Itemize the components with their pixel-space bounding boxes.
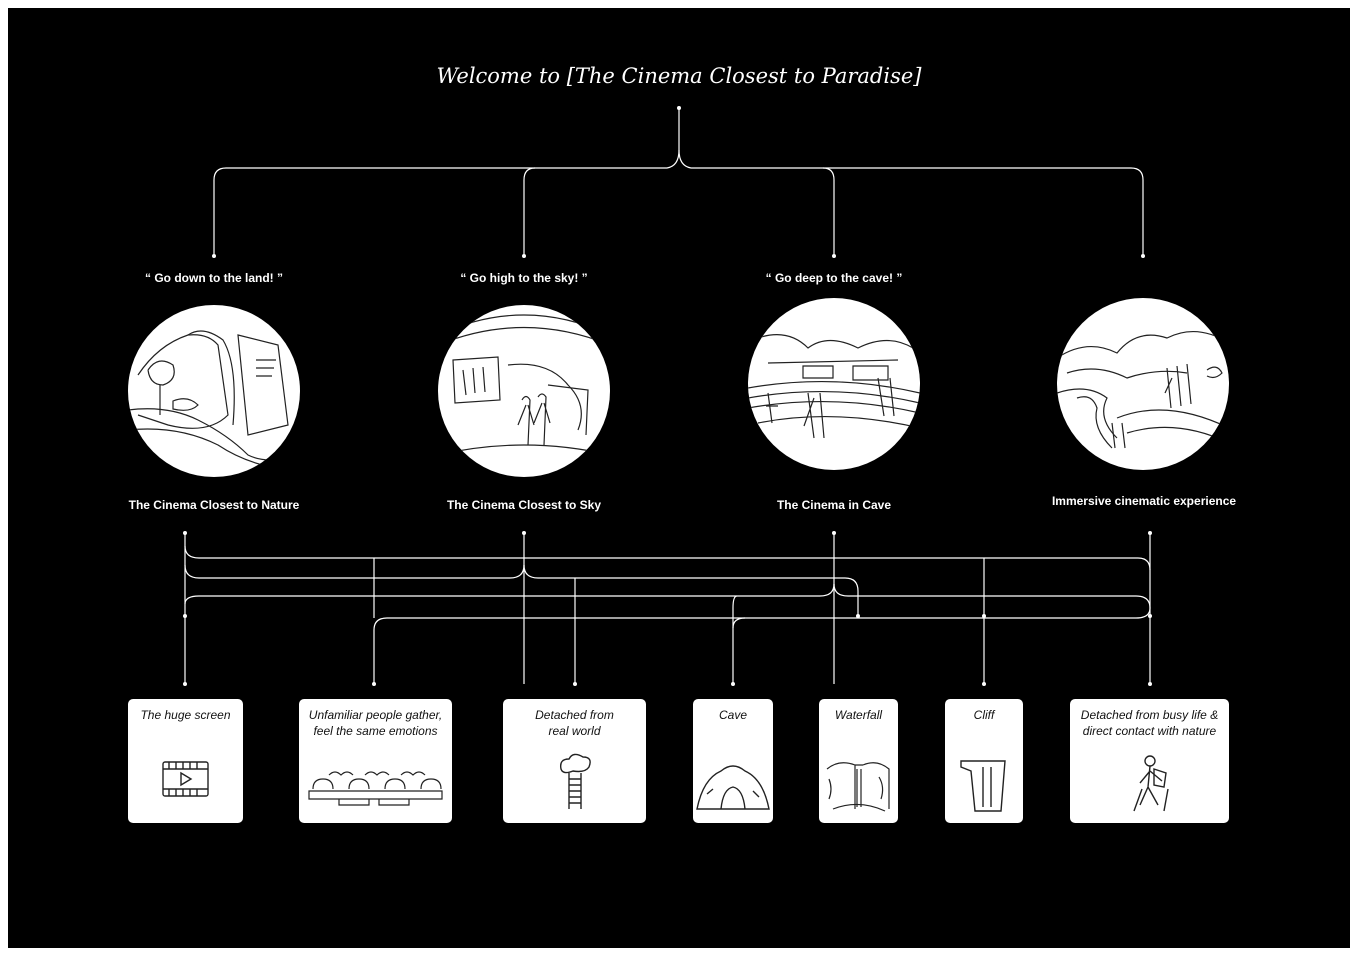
feature-card-waterfall: Waterfall: [819, 699, 898, 823]
feature-card-detached-real-world: Detached from real world: [503, 699, 646, 823]
audience-row-icon: [308, 771, 443, 806]
diagram-canvas: Welcome to [The Cinema Closest to Paradi…: [8, 8, 1350, 948]
film-screen-icon: [162, 761, 209, 797]
page-title: Welcome to [The Cinema Closest to Paradi…: [436, 64, 922, 88]
feature-text-cave: Cave: [718, 708, 747, 722]
feature-card-cave: Cave: [693, 699, 773, 823]
concept-quote-cave: “ Go deep to the cave! ”: [765, 271, 903, 285]
feature-text-waterfall: Waterfall: [834, 708, 883, 722]
feature-text-huge-screen: The huge screen: [140, 708, 231, 722]
feature-text-cliff: Cliff: [973, 708, 995, 722]
cave-cinema-sketch-icon: [748, 298, 920, 470]
feature-text-busy-life: Detached from busy life & direct contact…: [1080, 708, 1219, 738]
concept-label-sky: The Cinema Closest to Sky: [446, 498, 602, 512]
concept-quote-land: “ Go down to the land! ”: [145, 271, 283, 285]
cliff-park-sketch-icon: [128, 305, 300, 477]
feature-card-huge-screen: The huge screen: [128, 699, 243, 823]
feature-card-unfamiliar-people: Unfamiliar people gather, feel the same …: [299, 699, 452, 823]
sky-cinema-sketch-icon: [438, 305, 610, 477]
connector-lines: [183, 106, 1152, 686]
feature-text-unfamiliar-people: Unfamiliar people gather, feel the same …: [308, 708, 443, 738]
cliff-icon: [960, 760, 1006, 812]
concept-label-nature: The Cinema Closest to Nature: [128, 498, 300, 512]
ladder-to-cloud-icon: [559, 753, 591, 809]
concept-quote-sky: “ Go high to the sky! ”: [460, 271, 588, 285]
hiker-icon: [1133, 755, 1169, 812]
concept-label-immersive: Immersive cinematic experience: [1051, 494, 1237, 508]
terraced-landscape-sketch-icon: [1057, 298, 1229, 470]
feature-card-busy-life: Detached from busy life & direct contact…: [1070, 699, 1229, 823]
feature-text-detached-real-world: Detached from real world: [535, 708, 614, 738]
concept-label-cave: The Cinema in Cave: [776, 498, 892, 512]
cave-icon: [696, 765, 770, 810]
waterfall-icon: [826, 762, 890, 812]
feature-card-cliff: Cliff: [945, 699, 1023, 823]
